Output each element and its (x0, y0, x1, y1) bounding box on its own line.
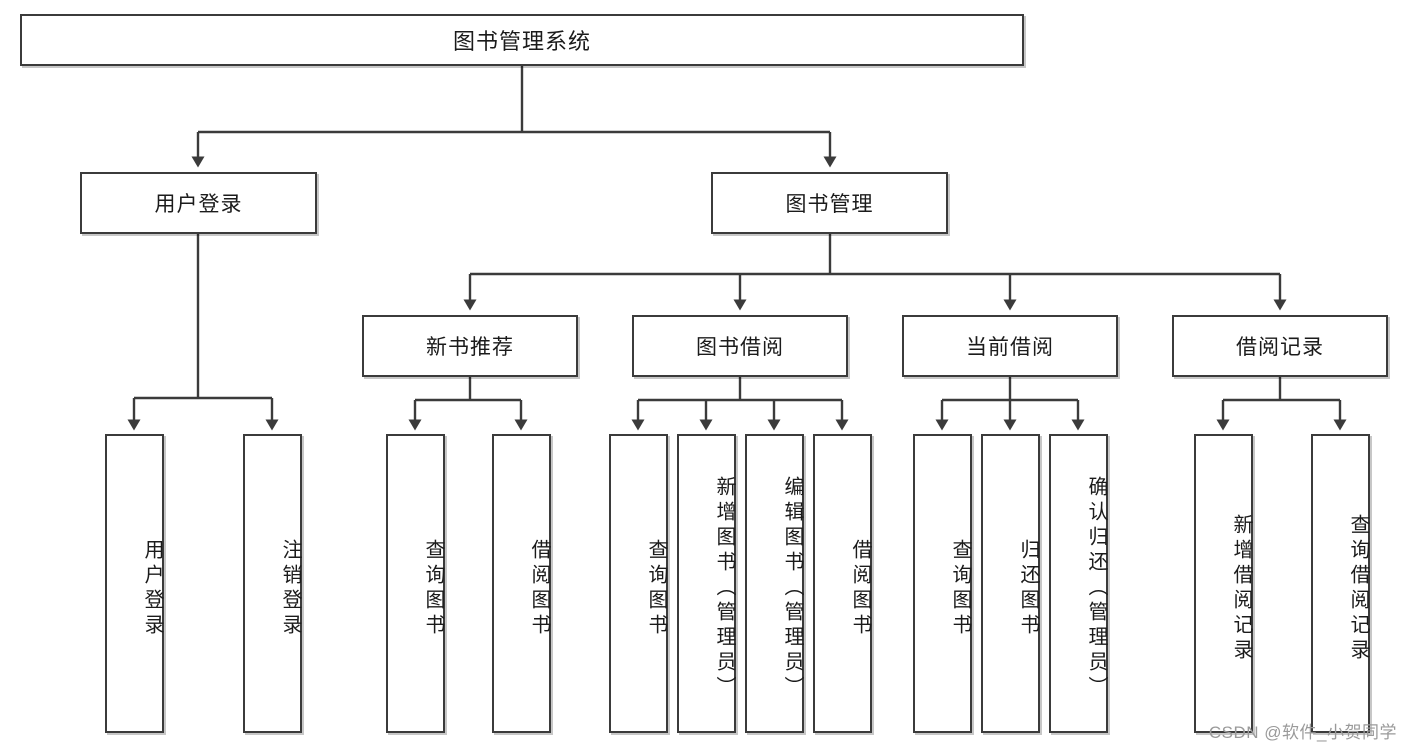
node-label: 查询图书 (645, 538, 667, 639)
node-user-login[interactable]: 用户登录 (80, 172, 317, 234)
node-current-borrow[interactable]: 当前借阅 (902, 315, 1118, 377)
leaf-confirm-return-admin[interactable]: 确认归还（管理员） (1049, 434, 1108, 733)
node-label: 图书借阅 (696, 336, 784, 359)
node-label: 用户登录 (141, 538, 163, 639)
node-new-book-recommend[interactable]: 新书推荐 (362, 315, 578, 377)
leaf-edit-book-admin[interactable]: 编辑图书（管理员） (745, 434, 804, 733)
node-label: 查询图书 (949, 538, 971, 639)
node-label: 当前借阅 (966, 336, 1054, 359)
leaf-query-borrow-record[interactable]: 查询借阅记录 (1311, 434, 1370, 733)
node-label: 确认归还（管理员） (1085, 476, 1107, 701)
leaf-add-book-admin[interactable]: 新增图书（管理员） (677, 434, 736, 733)
node-label: 归还图书 (1017, 538, 1039, 639)
node-label: 注销登录 (279, 538, 301, 639)
leaf-logout[interactable]: 注销登录 (243, 434, 302, 733)
node-book-management[interactable]: 图书管理 (711, 172, 948, 234)
node-label: 查询借阅记录 (1347, 513, 1369, 664)
leaf-query-book-current[interactable]: 查询图书 (913, 434, 972, 733)
node-label: 图书管理 (785, 193, 874, 216)
node-label: 用户登录 (154, 193, 243, 216)
node-book-borrow[interactable]: 图书借阅 (632, 315, 848, 377)
leaf-query-book-borrow[interactable]: 查询图书 (609, 434, 668, 733)
leaf-user-login[interactable]: 用户登录 (105, 434, 164, 733)
node-label: 借阅记录 (1236, 336, 1324, 359)
leaf-borrow-book[interactable]: 借阅图书 (813, 434, 872, 733)
leaf-return-book[interactable]: 归还图书 (981, 434, 1040, 733)
node-label: 新增借阅记录 (1230, 513, 1252, 664)
node-label: 新增图书（管理员） (713, 476, 735, 701)
node-label: 编辑图书（管理员） (781, 476, 803, 701)
leaf-add-borrow-record[interactable]: 新增借阅记录 (1194, 434, 1253, 733)
node-label: 新书推荐 (426, 336, 514, 359)
node-borrow-record[interactable]: 借阅记录 (1172, 315, 1388, 377)
leaf-query-book-recommend[interactable]: 查询图书 (386, 434, 445, 733)
node-label: 图书管理系统 (452, 29, 591, 54)
node-root[interactable]: 图书管理系统 (20, 14, 1024, 66)
node-label: 查询图书 (422, 538, 444, 639)
node-label: 借阅图书 (528, 538, 550, 639)
leaf-borrow-book-recommend[interactable]: 借阅图书 (492, 434, 551, 733)
node-label: 借阅图书 (849, 538, 871, 639)
